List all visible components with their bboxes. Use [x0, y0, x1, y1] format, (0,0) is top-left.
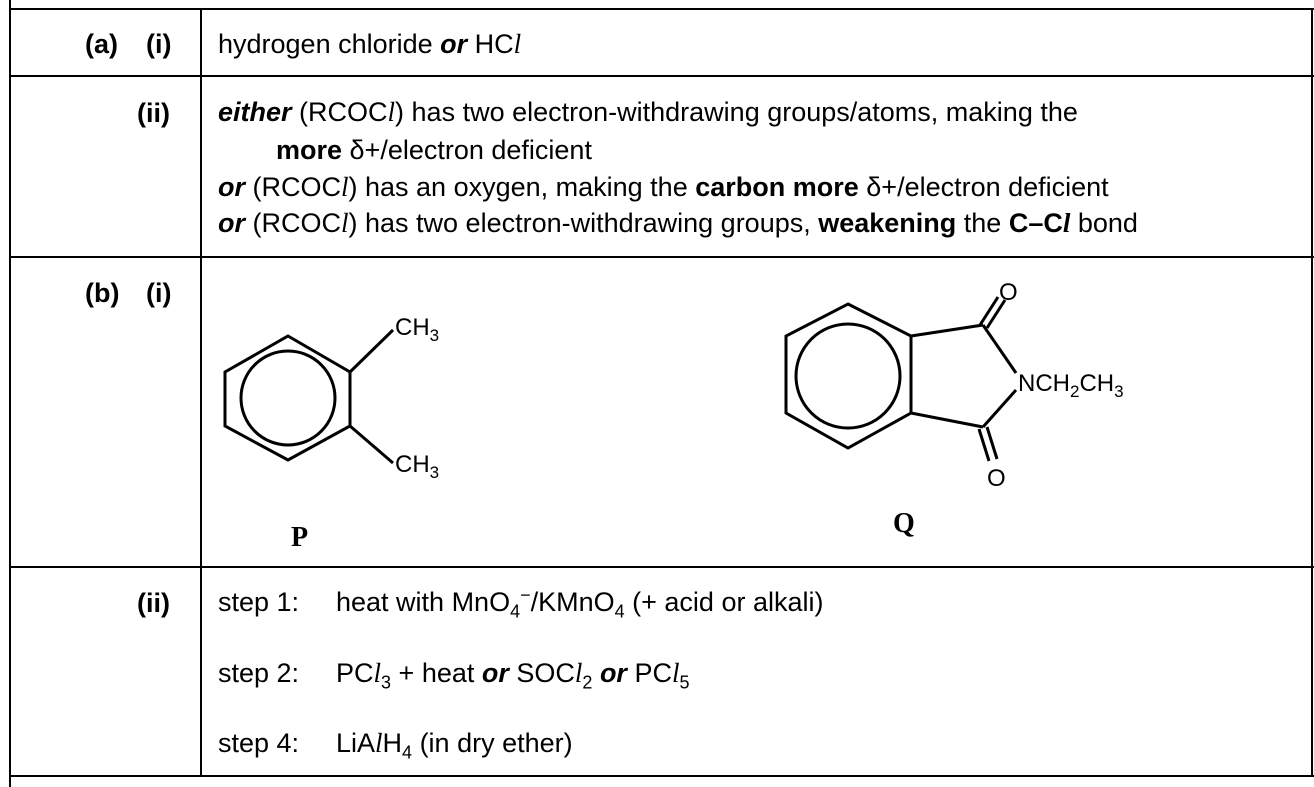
- part-b-label: (b): [85, 278, 120, 308]
- sub-ii-label: (ii): [137, 588, 170, 618]
- benzene-ring: [784, 302, 913, 450]
- answer-a-ii-line4: or (RCOCl) has two electron-withdrawing …: [218, 208, 1138, 238]
- ch3-bottom-label: CH3: [395, 451, 439, 482]
- answer-a-ii-line2: more δ+/electron deficient: [276, 135, 592, 165]
- sub-i-label: (i): [146, 278, 172, 308]
- step-2: step 2:PCl3 + heat or SOCl2 or PCl5: [218, 658, 690, 693]
- row-divider: [10, 566, 1314, 568]
- benzene-ring: [223, 334, 352, 462]
- column-divider: [200, 8, 202, 777]
- row-divider: [10, 8, 1314, 10]
- structure-q: O O NCH2CH3 Q: [784, 279, 1124, 539]
- column-divider: [9, 0, 11, 787]
- aromatic-circle: [794, 322, 902, 430]
- carbonyl-bond: [977, 428, 991, 462]
- bond: [349, 424, 394, 465]
- answer-a-i: hydrogen chloride or HCl: [218, 29, 522, 59]
- step-4: step 4:LiAlH4 (in dry ether): [218, 728, 573, 763]
- structure-p-caption: P: [291, 522, 308, 553]
- carbonyl-bond: [985, 426, 999, 460]
- bond: [981, 389, 1018, 428]
- step-1: step 1:heat with MnO4−/KMnO4 (+ acid or …: [218, 585, 824, 622]
- bond: [348, 328, 395, 374]
- sub-ii-label: (ii): [137, 98, 170, 128]
- n-ethyl-label: NCH2CH3: [1018, 370, 1124, 401]
- carbonyl-bond: [985, 299, 1007, 329]
- answer-a-ii-line1: either (RCOCl) has two electron-withdraw…: [218, 97, 1078, 127]
- bond: [910, 323, 984, 338]
- part-a-label: (a): [85, 29, 118, 59]
- oxygen-top-label: O: [999, 279, 1018, 306]
- row-divider: [10, 75, 1314, 77]
- aromatic-circle: [239, 349, 337, 447]
- ch3-top-label: CH3: [395, 314, 439, 345]
- row-divider: [10, 256, 1314, 258]
- oxygen-bottom-label: O: [987, 465, 1006, 492]
- sub-i-label: (i): [146, 29, 172, 59]
- structure-p: CH3 CH3 P: [223, 314, 439, 553]
- column-divider: [1311, 8, 1313, 777]
- bond: [981, 324, 1018, 374]
- bond: [910, 411, 984, 429]
- carbonyl-bond: [978, 296, 1000, 326]
- row-divider: [10, 775, 1314, 777]
- structure-q-caption: Q: [893, 508, 915, 539]
- answer-a-ii-line3: or (RCOCl) has an oxygen, making the car…: [218, 172, 1109, 202]
